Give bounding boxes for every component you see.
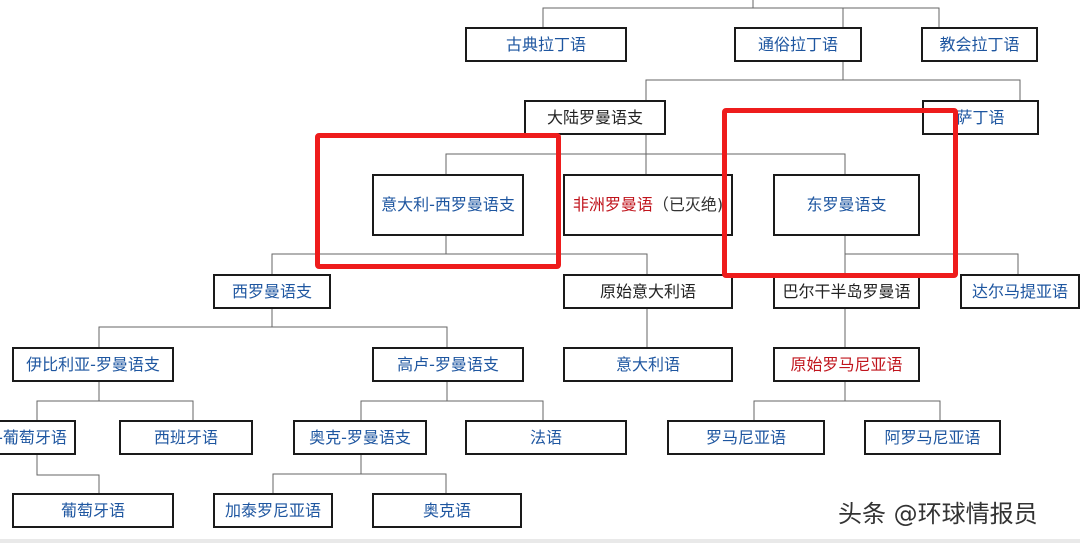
proto-romanian-label[interactable]: 原始罗马尼亚语 xyxy=(790,354,903,374)
bottom-strip xyxy=(0,539,1080,543)
node-catalan[interactable]: 加泰罗尼亚语 xyxy=(213,493,333,528)
node-italian[interactable]: 意大利语 xyxy=(563,347,733,382)
node-aromanian[interactable]: 阿罗马尼亚语 xyxy=(864,420,1001,455)
highlight-box-italo-western xyxy=(315,133,561,269)
node-galician-portuguese[interactable]: -葡萄牙语 xyxy=(0,420,76,455)
node-classical-latin[interactable]: 古典拉丁语 xyxy=(465,27,627,62)
node-occitan[interactable]: 奥克语 xyxy=(372,493,522,528)
node-spanish[interactable]: 西班牙语 xyxy=(119,420,253,455)
node-proto-italian: 原始意大利语 xyxy=(563,274,733,309)
node-gallo-romance[interactable]: 高卢-罗曼语支 xyxy=(372,347,524,382)
african-romance-label[interactable]: 非洲罗曼语 xyxy=(572,195,653,214)
node-ibero-romance[interactable]: 伊比利亚-罗曼语支 xyxy=(12,347,174,382)
node-vulgar-latin[interactable]: 通俗拉丁语 xyxy=(734,27,862,62)
extinct-note: （已灭绝) xyxy=(652,195,724,214)
node-african-romance[interactable]: 非洲罗曼语（已灭绝) xyxy=(563,174,733,236)
highlight-box-eastern xyxy=(722,108,958,278)
node-sardinian[interactable]: 萨丁语 xyxy=(922,100,1039,135)
node-proto-romanian[interactable]: 原始罗马尼亚语 xyxy=(773,347,920,382)
node-church-latin[interactable]: 教会拉丁语 xyxy=(921,27,1038,62)
node-romanian[interactable]: 罗马尼亚语 xyxy=(667,420,825,455)
node-continental-romance: 大陆罗曼语支 xyxy=(524,100,666,135)
node-balkan-romance: 巴尔干半岛罗曼语 xyxy=(773,274,920,309)
node-occitano-romance[interactable]: 奥克-罗曼语支 xyxy=(293,420,427,455)
node-italo-western-romance[interactable]: 意大利-西罗曼语支 xyxy=(372,174,524,236)
node-eastern-romance[interactable]: 东罗曼语支 xyxy=(773,174,920,236)
node-dalmatian[interactable]: 达尔马提亚语 xyxy=(960,274,1080,309)
node-western-romance[interactable]: 西罗曼语支 xyxy=(213,274,331,309)
watermark-text: 头条 @环球情报员 xyxy=(838,500,1038,528)
node-portuguese[interactable]: 葡萄牙语 xyxy=(12,493,174,528)
node-french[interactable]: 法语 xyxy=(465,420,627,455)
